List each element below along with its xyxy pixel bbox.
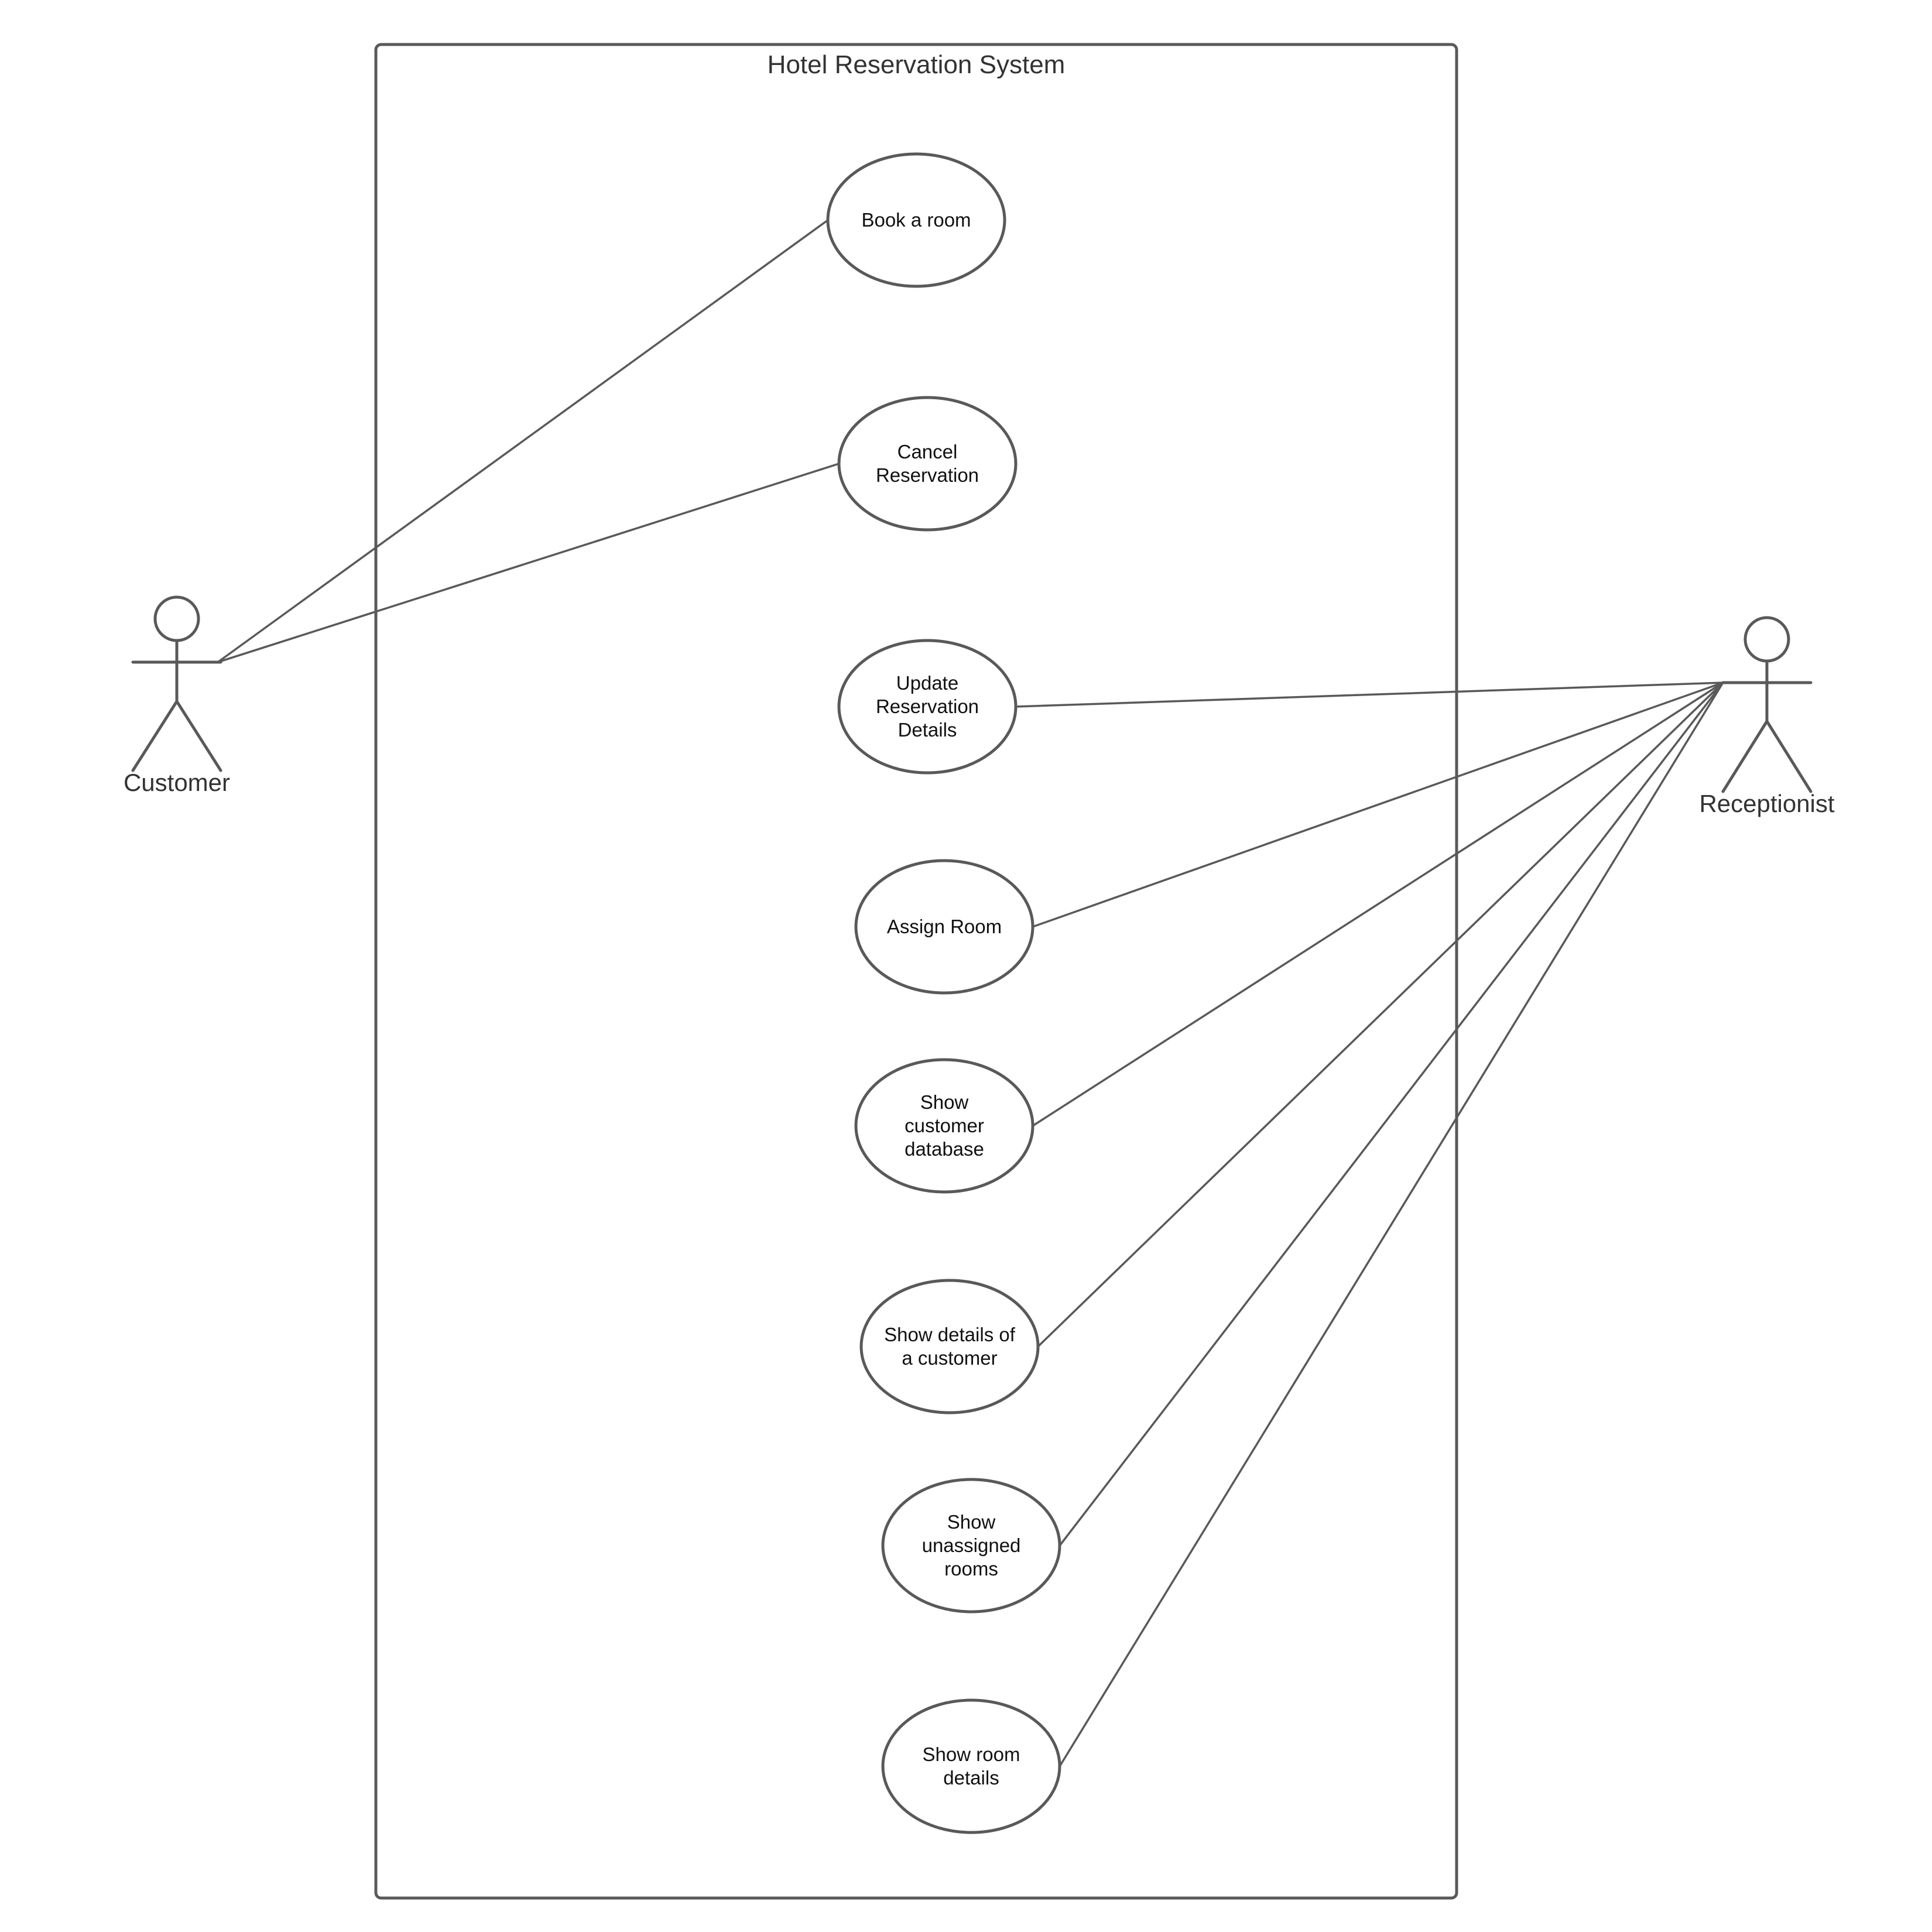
association-receptionist-show-unassigned-rooms <box>1059 681 1724 1547</box>
use-case-show-details-of-a-customer[interactable]: Show details ofa customer <box>859 1279 1040 1414</box>
use-case-assign-room[interactable]: Assign Room <box>854 859 1034 995</box>
association-receptionist-update-reservation-details <box>1015 681 1724 708</box>
use-case-label: Reservation <box>876 696 979 717</box>
use-case-ellipse <box>881 1698 1061 1834</box>
actor-receptionist[interactable]: Receptionist <box>1699 616 1835 817</box>
use-cases: Book a roomCancelReservationUpdateReserv… <box>826 152 1061 1834</box>
use-case-label: Show details of <box>884 1324 1016 1345</box>
system-title: Hotel Reservation System <box>768 50 1066 79</box>
use-case-label: rooms <box>944 1558 998 1580</box>
association-receptionist-show-customer-database <box>1032 681 1724 1127</box>
use-case-label: Show room <box>923 1743 1020 1765</box>
association-customer-book-a-room <box>217 219 829 663</box>
use-case-label: details <box>943 1767 999 1789</box>
actor-customer[interactable]: Customer <box>124 595 230 796</box>
use-case-ellipse <box>859 1279 1040 1414</box>
association-lines <box>217 219 1724 1767</box>
association-receptionist-show-room-details <box>1059 681 1724 1767</box>
use-case-label: Show <box>947 1511 996 1533</box>
association-receptionist-show-details-of-a-customer <box>1037 681 1724 1348</box>
use-case-label: Show <box>920 1091 969 1113</box>
use-case-ellipse <box>826 152 1006 288</box>
use-case-label: customer <box>905 1115 984 1136</box>
use-case-label: a customer <box>902 1347 997 1369</box>
use-case-ellipse <box>837 396 1018 532</box>
use-case-ellipse <box>837 639 1018 775</box>
use-case-label: Book a room <box>861 209 971 231</box>
use-case-label: database <box>905 1138 984 1160</box>
association-receptionist-assign-room <box>1032 681 1724 928</box>
system-boundary-rect <box>374 43 1458 1900</box>
use-case-label: Reservation <box>876 464 979 486</box>
use-case-ellipse <box>881 1478 1061 1614</box>
use-case-ellipse <box>854 859 1034 995</box>
use-case-label: Cancel <box>898 441 958 463</box>
stick-figure-icon <box>131 595 222 772</box>
use-case-label: Assign Room <box>887 916 1002 937</box>
use-case-label: unassigned <box>922 1534 1021 1556</box>
use-case-book-a-room[interactable]: Book a room <box>826 152 1006 288</box>
use-case-label: Details <box>898 719 957 741</box>
system-boundary[interactable]: Hotel Reservation System <box>374 43 1458 1900</box>
use-case-ellipse <box>854 1058 1034 1194</box>
use-case-label: Update <box>896 672 958 694</box>
actor-label: Receptionist <box>1699 790 1834 817</box>
stick-figure-icon <box>1721 616 1813 793</box>
association-customer-cancel-reservation <box>217 463 840 663</box>
actor-label: Customer <box>124 769 230 796</box>
